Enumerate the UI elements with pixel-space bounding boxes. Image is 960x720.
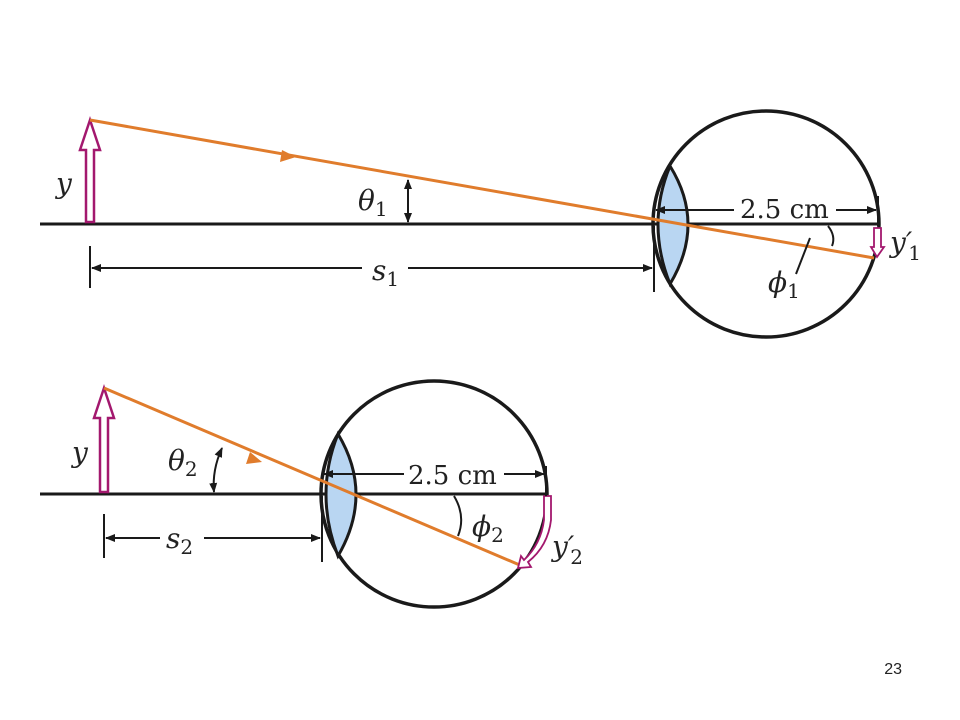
phi1-angle-arc	[827, 225, 835, 247]
object-label-lower: y	[70, 436, 89, 469]
depth-label-lower: 2.5 cm	[408, 461, 497, 491]
theta2-label: θ2	[168, 444, 198, 481]
lower-diagram: y θ2 s2 2.5 cm ϕ2 y′2	[40, 379, 583, 609]
object-label-upper: y	[54, 167, 73, 200]
phi1-leader-line	[795, 237, 811, 275]
phi2-label: ϕ2	[472, 510, 504, 547]
image-arrow-upper	[869, 227, 886, 259]
ray-direction-arrow-lower	[246, 452, 262, 464]
theta1-label: θ1	[358, 184, 388, 221]
s1-label: s1	[372, 254, 399, 291]
light-ray-lower	[103, 386, 523, 568]
image-arrow-lower	[516, 495, 552, 569]
image-label-lower: y′2	[550, 530, 583, 569]
theta2-angle-indicator	[209, 447, 223, 493]
depth-label-upper: 2.5 cm	[740, 195, 829, 225]
image-label-upper: y′1	[888, 226, 921, 265]
page-number: 23	[884, 661, 902, 678]
upper-diagram: y θ1 s1 2.5 cm ϕ1 y′1	[40, 109, 921, 339]
phi1-label: ϕ1	[768, 266, 800, 303]
s2-label: s2	[166, 522, 193, 559]
light-ray-upper	[89, 118, 875, 260]
object-arrow-upper	[78, 116, 102, 224]
phi2-angle-arc	[453, 495, 463, 537]
object-arrow-lower	[92, 384, 116, 494]
ray-direction-arrow-upper	[280, 150, 296, 162]
lens-upper	[656, 162, 690, 288]
